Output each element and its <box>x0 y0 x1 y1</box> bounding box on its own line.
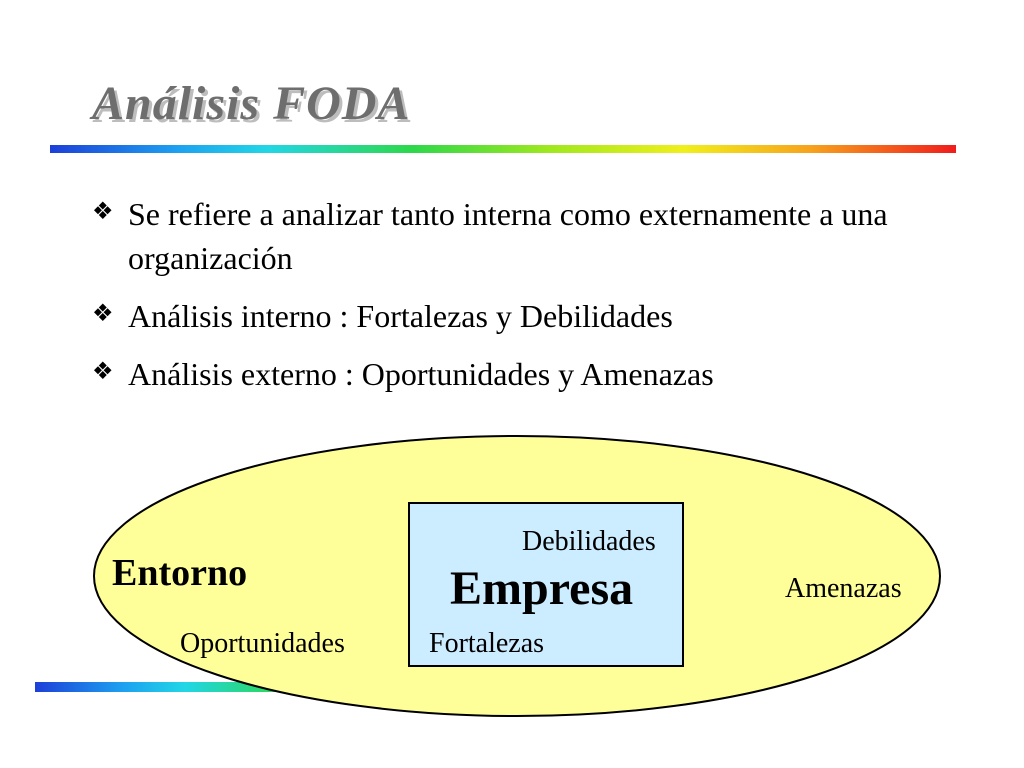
diamond-bullet-icon: ❖ <box>92 359 114 385</box>
slide-title: Análisis FODA <box>92 77 411 130</box>
bottom-accent-bar <box>35 682 285 692</box>
company-label: Empresa <box>450 562 633 615</box>
bullet-text: Análisis interno : Fortalezas y Debilida… <box>128 298 673 334</box>
bullet-item: ❖ Análisis interno : Fortalezas y Debili… <box>92 294 892 338</box>
bullet-item: ❖ Se refiere a analizar tanto interna co… <box>92 192 892 280</box>
threat-label: Amenazas <box>785 573 902 604</box>
opportunity-label: Oportunidades <box>180 628 345 659</box>
company-box <box>408 502 684 667</box>
diamond-bullet-icon: ❖ <box>92 301 114 327</box>
diamond-bullet-icon: ❖ <box>92 199 114 225</box>
environment-label: Entorno <box>112 552 247 594</box>
title-underline-bar <box>50 145 956 153</box>
weakness-label: Debilidades <box>522 526 656 557</box>
bullet-item: ❖ Análisis externo : Oportunidades y Ame… <box>92 352 892 396</box>
bullet-text: Se refiere a analizar tanto interna como… <box>128 196 888 276</box>
bullet-text: Análisis externo : Oportunidades y Amena… <box>128 356 714 392</box>
strength-label: Fortalezas <box>429 628 544 659</box>
bullet-list: ❖ Se refiere a analizar tanto interna co… <box>92 192 892 410</box>
